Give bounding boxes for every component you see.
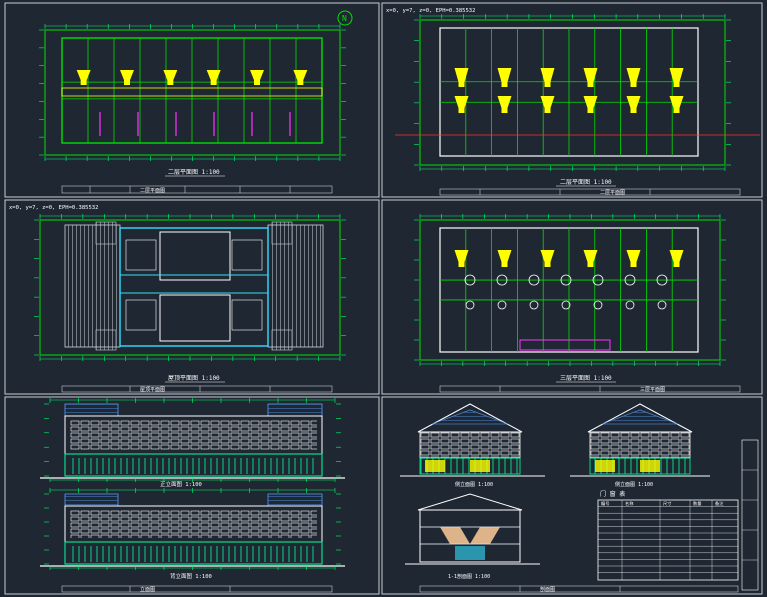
plan-roof: x=0, y=7, z=0, EPH=0.385532 屋顶平面图 1:100 … — [9, 205, 346, 393]
panel-footer: 三层平面图 — [640, 387, 665, 393]
elevation-back: 背立面图 1:100 立面图 — [40, 488, 345, 593]
schedule-header: 编号 — [601, 500, 609, 507]
title-strip — [61, 185, 333, 194]
panel-title: 侧立面图 1:100 — [455, 481, 493, 488]
panel-footer: 屋顶平面图 — [140, 387, 165, 393]
panel-title: 背立面图 1:100 — [170, 572, 212, 580]
plan-floor-1-right: x=0, y=7, z=0, EPH=0.385532 二层平面图 1:100 … — [386, 8, 760, 196]
panel-footer: 二层平面图 — [600, 190, 625, 196]
panel-title: 二层平面图 1:100 — [168, 169, 220, 176]
panel-title: 侧立面图 1:100 — [615, 481, 653, 488]
panel-footer: 二层平面图 — [140, 188, 165, 194]
plan-floor-2-left: N 二层平面图 1:100 二层平面图 — [39, 10, 353, 194]
elevation-side-right: 侧立面图 1:100 — [570, 403, 710, 488]
schedule-title: 门 窗 表 — [600, 490, 625, 498]
section-drawing: 1-1剖面图 1:100 — [405, 493, 540, 580]
schedule-header: 备注 — [715, 500, 724, 507]
elevation-side-left: 侧立面图 1:100 — [400, 403, 545, 488]
schedule-header: 尺寸 — [663, 500, 671, 507]
panel-title: 1-1剖面图 1:100 — [448, 573, 490, 580]
plan-floor-3: 三层平面图 1:100 三层平面图 — [414, 214, 741, 393]
north-symbol: N — [342, 14, 347, 23]
panel-title: 二层平面图 1:100 — [560, 179, 612, 186]
panel-title: 屋顶平面图 1:100 — [168, 375, 220, 382]
schedule-header: 名称 — [625, 500, 633, 507]
panel-footer: 剖面图 — [540, 586, 555, 593]
panel-footer: 立面图 — [140, 586, 155, 593]
panel-title: 三层平面图 1:100 — [560, 375, 612, 382]
elevation-front: 正立面图 1:100 — [40, 398, 345, 488]
panel-title: 正立面图 1:100 — [160, 480, 202, 488]
coordinate-readout: x=0, y=7, z=0, EPH=0.385532 — [9, 205, 98, 211]
schedule-header: 数量 — [693, 500, 701, 507]
sheet-frames — [4, 2, 763, 595]
door-window-schedule: 门 窗 表 编号 名称 尺寸 数量 备注 剖面图 — [419, 439, 759, 593]
coordinate-readout: x=0, y=7, z=0, EPH=0.385532 — [386, 8, 475, 14]
